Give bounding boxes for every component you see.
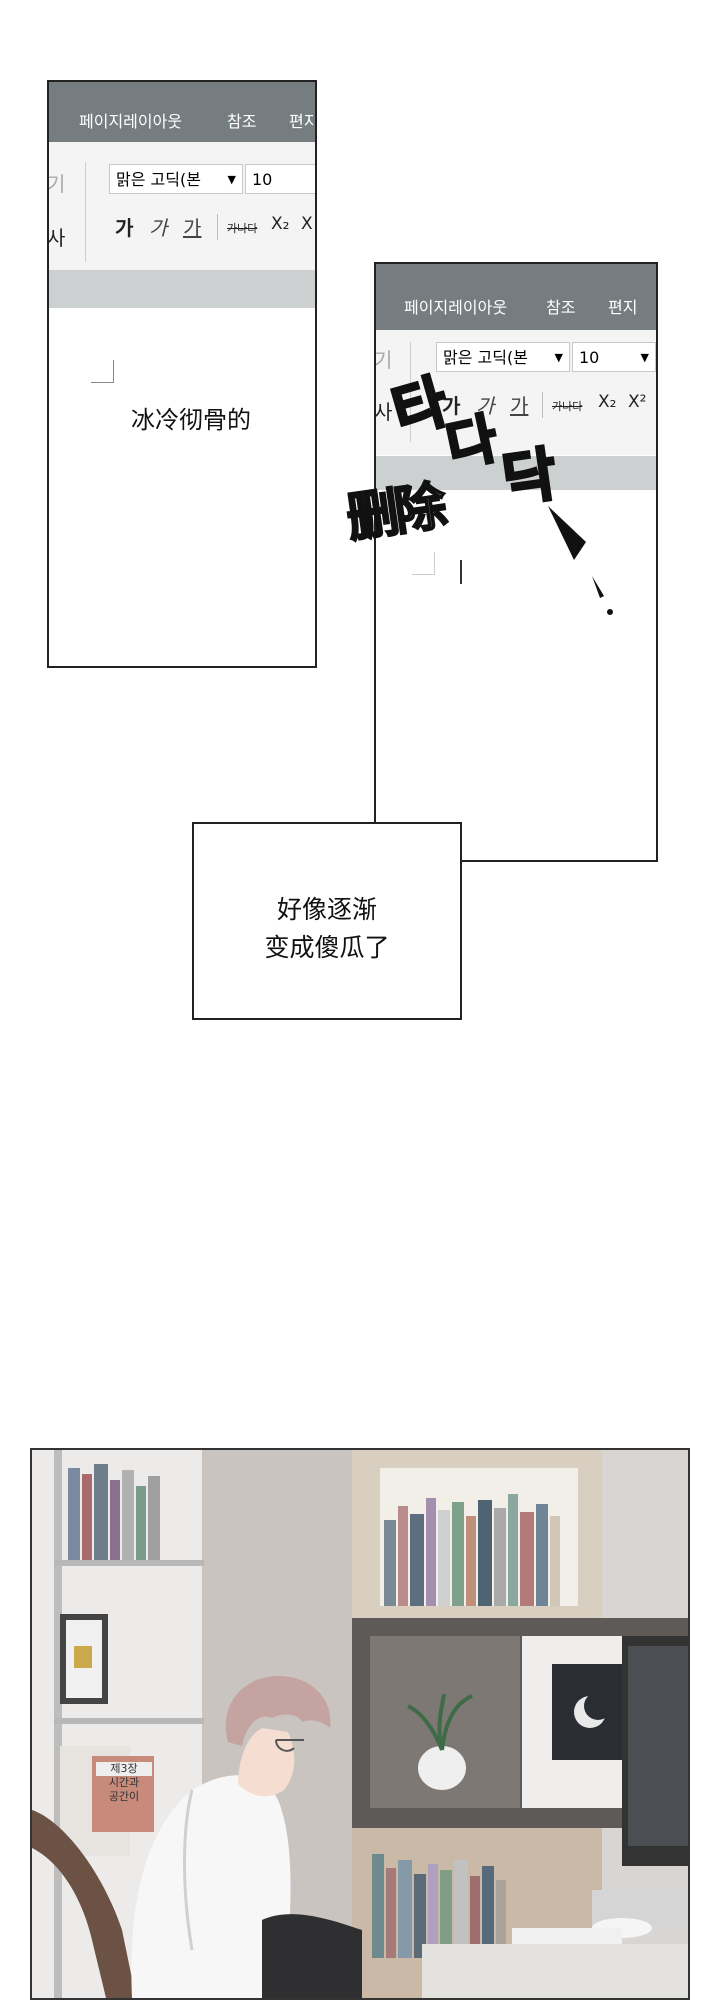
subscript-button[interactable]: X₂ bbox=[598, 392, 617, 412]
tab-references[interactable]: 참조 bbox=[227, 112, 257, 131]
font-name-select[interactable]: 맑은 고딕(본 ▼ bbox=[436, 342, 570, 372]
poster-text: 제3장 시간과 공간이 bbox=[96, 1762, 152, 1804]
bold-button[interactable]: 가 bbox=[115, 216, 134, 240]
clipboard-label-fragment: 기 bbox=[374, 348, 393, 372]
sfx-da: 다 bbox=[440, 405, 505, 480]
toolbar-divider bbox=[410, 342, 411, 442]
bold-button[interactable]: 가 bbox=[442, 394, 461, 418]
chevron-down-icon[interactable]: ▼ bbox=[640, 351, 649, 364]
left-shelf-books bbox=[68, 1464, 160, 1560]
ribbon-tab-bar: 페이지레이아웃 참조 편지 bbox=[376, 264, 656, 330]
tab-page-layout[interactable]: 페이지레이아웃 bbox=[404, 298, 508, 317]
ribbon-tab-bar: 페이지레이아웃 참조 편지 bbox=[49, 82, 315, 142]
clipboard-label-fragment: 기 bbox=[47, 172, 66, 196]
italic-button[interactable]: 가 bbox=[149, 216, 168, 240]
tab-mailings[interactable]: 편지 bbox=[289, 112, 317, 131]
superscript-button[interactable]: X bbox=[301, 214, 313, 234]
subscript-button[interactable]: X₂ bbox=[271, 214, 290, 234]
strikethrough-button[interactable]: 가나다 bbox=[227, 222, 258, 235]
paragraph-corner-mark bbox=[91, 360, 114, 383]
sfx-speed-lines bbox=[548, 506, 613, 615]
poster-line: 시간과 bbox=[108, 1776, 140, 1789]
chevron-down-icon[interactable]: ▼ bbox=[554, 351, 563, 364]
poster-line: 공간이 bbox=[108, 1790, 140, 1803]
sfx-delete-text: 删除 bbox=[342, 476, 447, 551]
font-size-value: 10 bbox=[252, 170, 273, 189]
toolbar-divider bbox=[85, 162, 86, 262]
font-name-value: 맑은 고딕(본 bbox=[443, 348, 528, 367]
lower-shelf-books bbox=[372, 1854, 506, 1958]
room-illustration-panel: 제3장 시간과 공간이 bbox=[30, 1448, 690, 2000]
narration-line-2: 变成傻瓜了 bbox=[264, 933, 390, 962]
narration-box: 好像逐渐 变成傻瓜了 bbox=[192, 822, 462, 1020]
clipboard-label-fragment: 사 bbox=[47, 226, 66, 250]
room-scene bbox=[32, 1450, 688, 1998]
underline-button[interactable]: 가 bbox=[510, 394, 529, 418]
chevron-down-icon[interactable]: ▼ bbox=[227, 173, 236, 186]
narration-line-1: 好像逐渐 bbox=[276, 895, 377, 924]
underline-button[interactable]: 가 bbox=[183, 216, 202, 240]
ribbon-toolbar: 기 사 맑은 고딕(본 ▼ 10 가 가 가 가나다 X₂ X bbox=[49, 142, 315, 277]
paragraph-corner-mark bbox=[412, 552, 435, 575]
ribbon-toolbar: 기 사 맑은 고딕(본 ▼ 10 ▼ 가 가 가 가나다 X₂ X² bbox=[376, 330, 656, 455]
center-shelf-books bbox=[384, 1494, 560, 1606]
font-size-value: 10 bbox=[579, 348, 600, 367]
poster-line: 제3장 bbox=[96, 1762, 152, 1776]
ruler-band bbox=[49, 270, 315, 308]
font-size-select[interactable]: 10 bbox=[245, 164, 315, 194]
font-size-select[interactable]: 10 ▼ bbox=[572, 342, 656, 372]
word-window-1: 페이지레이아웃 참조 편지 기 사 맑은 고딕(본 ▼ 10 가 가 가 가나다… bbox=[47, 80, 317, 668]
ruler-band bbox=[376, 456, 656, 490]
superscript-button[interactable]: X² bbox=[628, 392, 647, 412]
tab-page-layout[interactable]: 페이지레이아웃 bbox=[79, 112, 183, 131]
clipboard-label-fragment: 사 bbox=[374, 400, 393, 424]
word-window-2: 페이지레이아웃 참조 편지 기 사 맑은 고딕(본 ▼ 10 ▼ 가 가 가 가… bbox=[374, 262, 658, 862]
toolbar-divider bbox=[217, 214, 218, 240]
font-name-value: 맑은 고딕(본 bbox=[116, 170, 201, 189]
tab-mailings[interactable]: 편지 bbox=[608, 298, 638, 317]
italic-button[interactable]: 가 bbox=[476, 394, 495, 418]
document-body-text: 冰冷彻骨的 bbox=[131, 406, 251, 434]
strikethrough-button[interactable]: 가나다 bbox=[552, 400, 583, 413]
toolbar-divider bbox=[542, 392, 543, 418]
text-cursor bbox=[460, 560, 462, 584]
font-name-select[interactable]: 맑은 고딕(본 ▼ bbox=[109, 164, 243, 194]
tab-references[interactable]: 참조 bbox=[546, 298, 576, 317]
